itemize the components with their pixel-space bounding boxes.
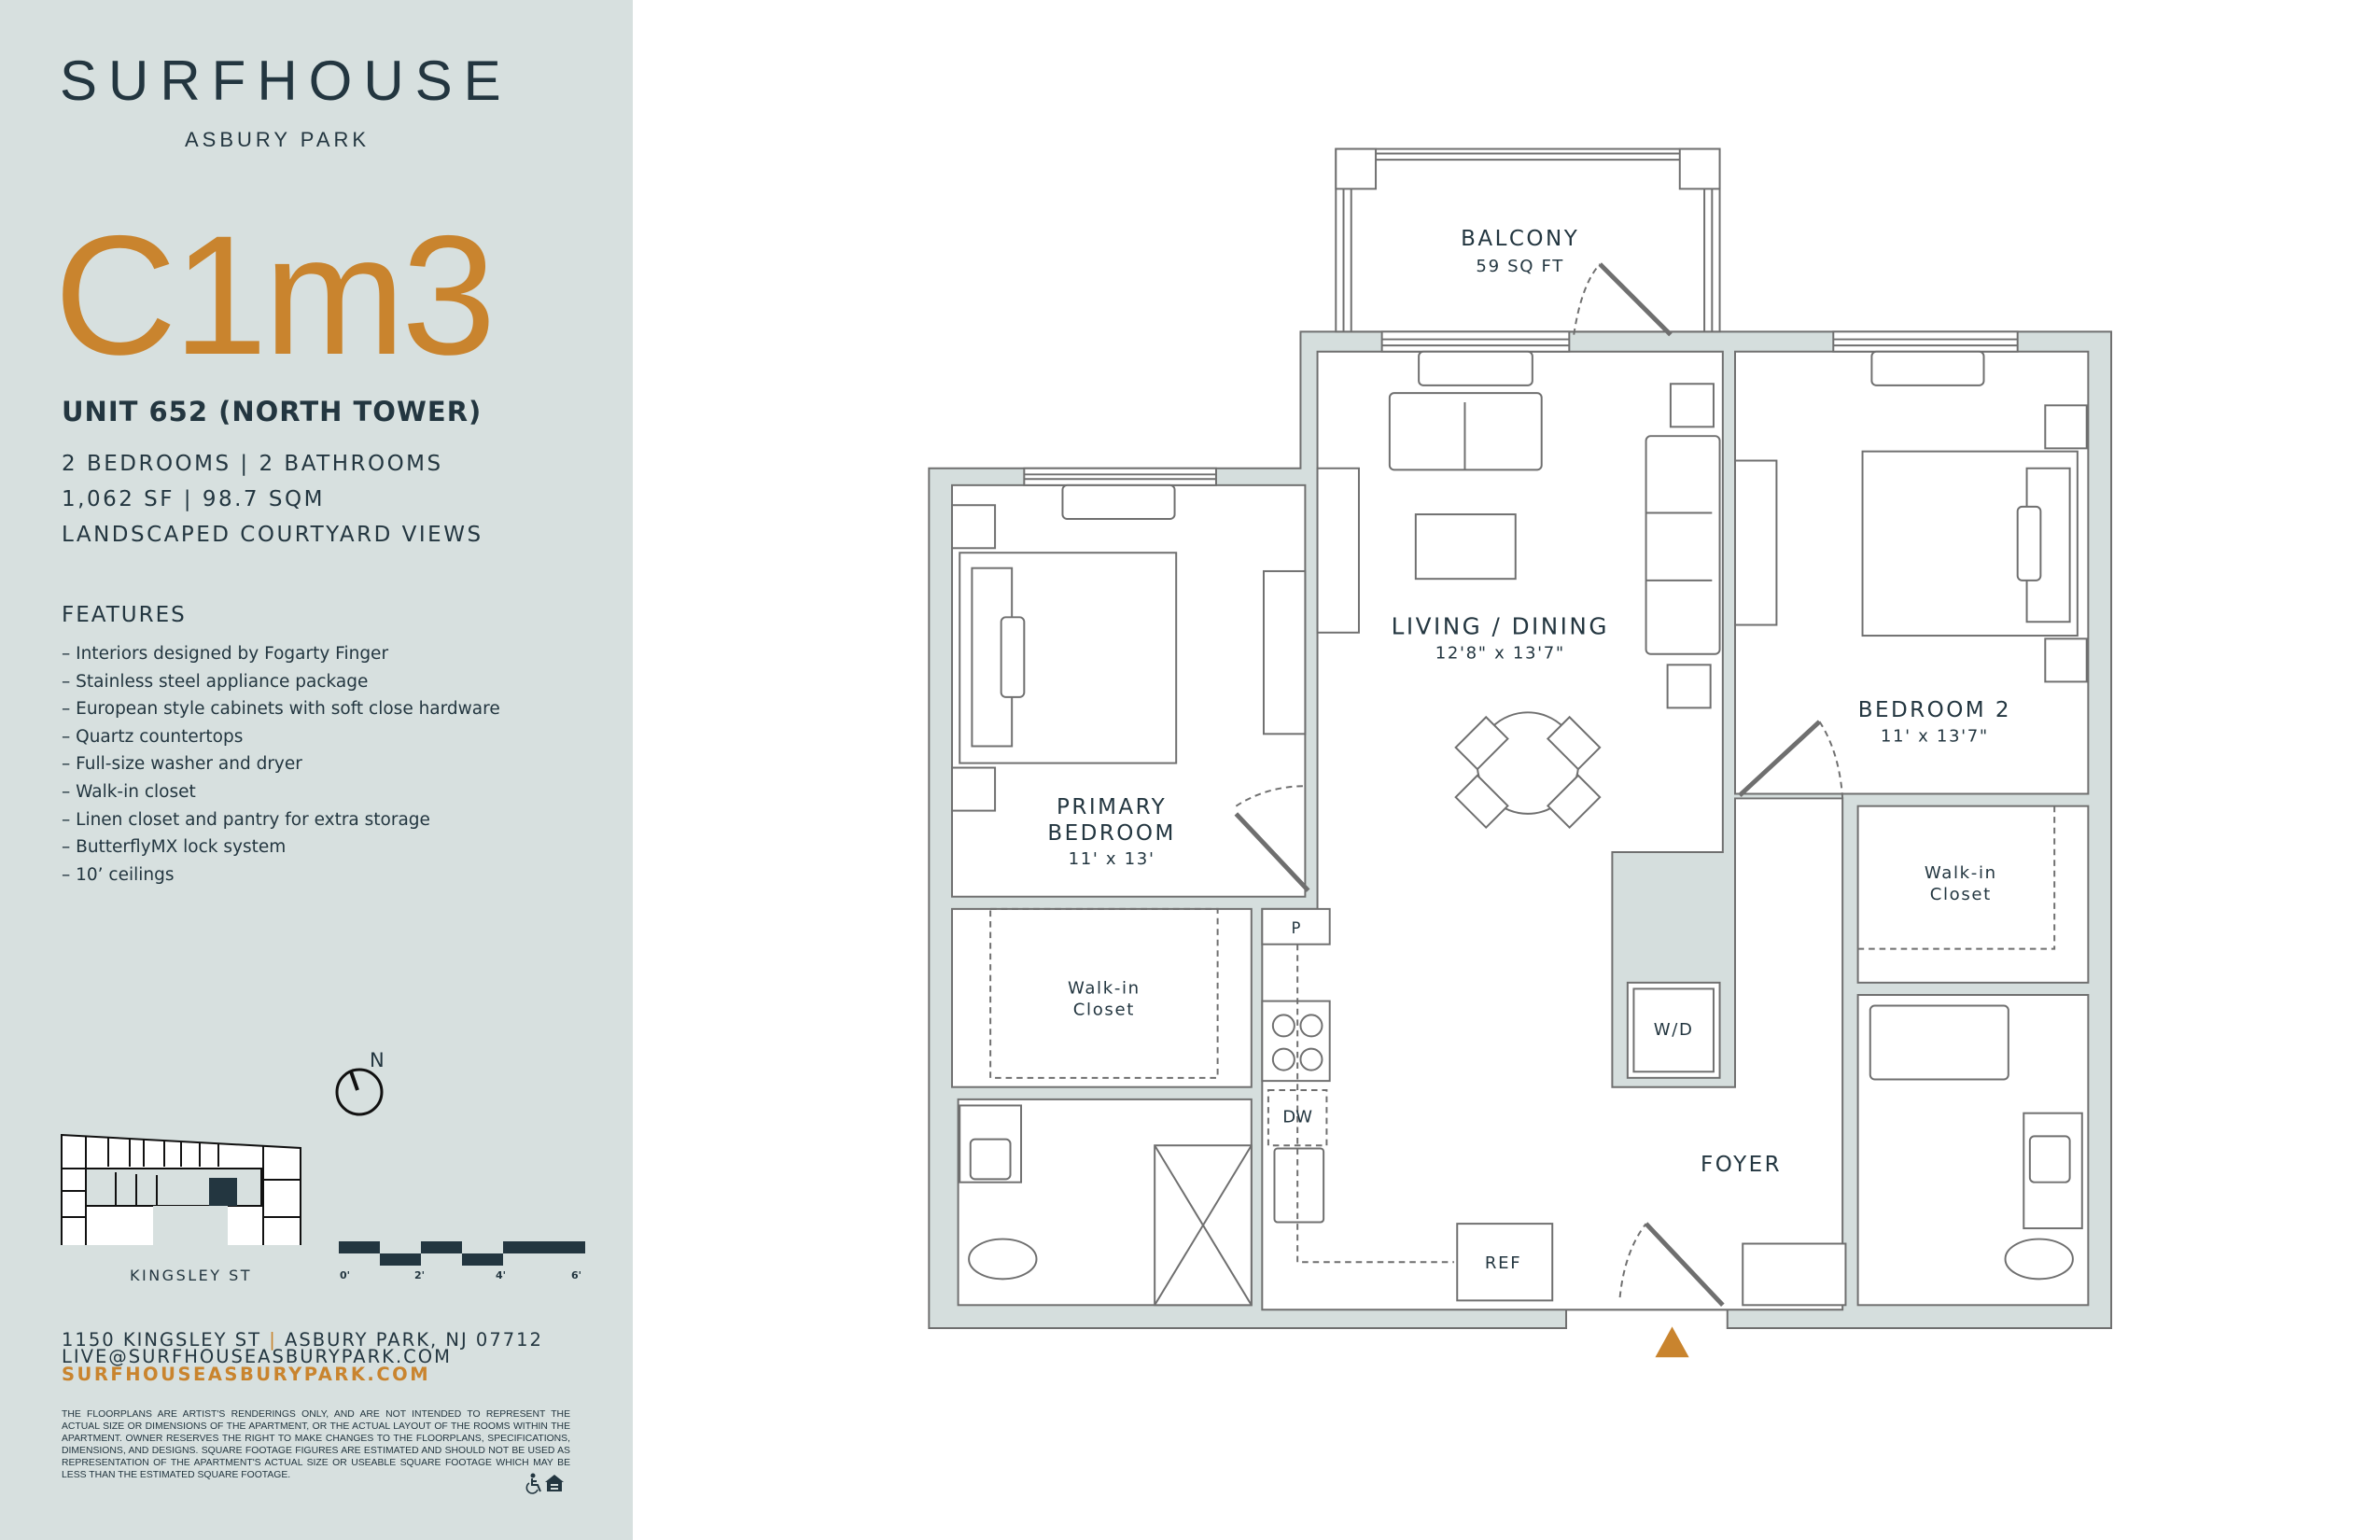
living-label: LIVING / DINING (1392, 612, 1609, 639)
feature-item: – Interiors designed by Fogarty Finger (62, 644, 389, 664)
scale-tick: 0' (340, 1269, 351, 1281)
primary-size: 11' x 13' (1069, 849, 1155, 869)
spec-views: LANDSCAPED COURTYARD VIEWS (62, 523, 483, 547)
city-address: ASBURY PARK, NJ 07712 (285, 1329, 543, 1351)
dw-label: DW (1282, 1108, 1312, 1127)
spec-rooms: 2 BEDROOMS | 2 BATHROOMS (62, 452, 443, 476)
address-line: 1150 KINGSLEY ST | ASBURY PARK, NJ 07712 (62, 1329, 543, 1351)
balcony-size: 59 SQ FT (1476, 257, 1563, 276)
ref-label: REF (1485, 1253, 1521, 1273)
website-link[interactable]: SURFHOUSEASBURYPARK.COM (62, 1364, 431, 1385)
balcony-label: BALCONY (1461, 227, 1579, 251)
unit-code: C1m3 (54, 200, 496, 390)
closet2-label: Walk-in (1925, 863, 1997, 883)
primary-label: PRIMARY (1057, 795, 1167, 819)
entry-arrow-icon (1655, 1326, 1689, 1358)
scale-tick: 4' (496, 1269, 507, 1281)
info-panel: SURFHOUSE ASBURY PARK C1m3 UNIT 652 (NOR… (0, 0, 633, 1540)
walk-in-closet-1 (951, 907, 1253, 1088)
unit-title: UNIT 652 (NORTH TOWER) (62, 396, 483, 427)
site-map-street-label: KINGSLEY ST (130, 1267, 253, 1284)
feature-item: – ButterflyMX lock system (62, 837, 287, 858)
brand-location: ASBURY PARK (185, 128, 371, 151)
wd-label: W/D (1654, 1020, 1694, 1040)
bedroom2-label: BEDROOM 2 (1858, 698, 2011, 722)
feature-item: – European style cabinets with soft clos… (62, 699, 500, 720)
scale-bar (339, 1241, 585, 1266)
closet2-label: Closet (1930, 885, 1992, 904)
pantry-label: P (1292, 919, 1301, 937)
email-link[interactable]: LIVE@SURFHOUSEASBURYPARK.COM (62, 1346, 452, 1367)
feature-item: – Linen closet and pantry for extra stor… (62, 809, 430, 830)
closet1-label: Closet (1073, 1000, 1135, 1019)
brand-logo: SURFHOUSE (60, 49, 512, 112)
disclaimer: The floorplans are artist's renderings o… (62, 1409, 570, 1480)
compass-icon (335, 1068, 384, 1116)
scale-tick: 6' (571, 1269, 582, 1281)
street-address: 1150 KINGSLEY ST (62, 1329, 262, 1351)
feature-item: – Stainless steel appliance package (62, 671, 369, 692)
accessibility-icon (525, 1473, 541, 1494)
closet1-label: Walk-in (1068, 978, 1141, 998)
site-map (61, 1133, 301, 1245)
compass-label: N (370, 1049, 385, 1071)
feature-item: – Full-size washer and dryer (62, 754, 302, 775)
primary-label: BEDROOM (1047, 821, 1175, 846)
bedroom2-size: 11' x 13'7" (1881, 727, 1989, 747)
feature-item: – Quartz countertops (62, 726, 244, 747)
features-heading: FEATURES (62, 603, 187, 627)
address-separator: | (269, 1329, 277, 1351)
foyer-label: FOYER (1701, 1153, 1782, 1177)
living-size: 12'8" x 13'7" (1435, 644, 1565, 664)
feature-item: – 10’ ceilings (62, 864, 175, 885)
spec-area: 1,062 SF | 98.7 SQM (62, 487, 325, 511)
feature-item: – Walk-in closet (62, 782, 196, 802)
scale-tick: 2' (414, 1269, 426, 1281)
walk-in-closet-2 (1856, 805, 2090, 984)
equal-housing-icon (545, 1475, 564, 1491)
